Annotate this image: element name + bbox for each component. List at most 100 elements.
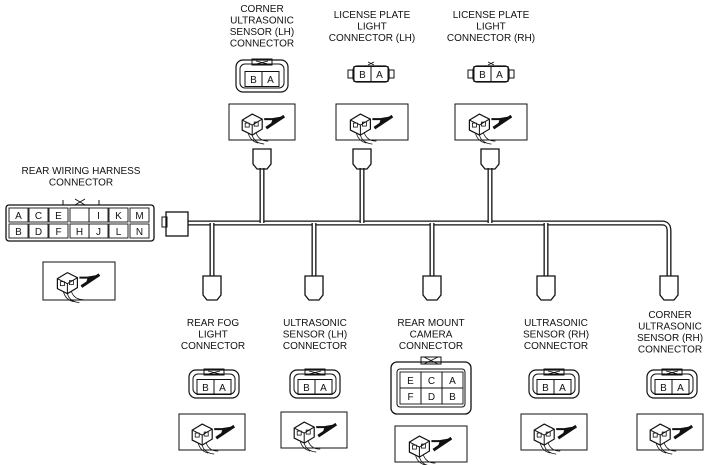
pin-label: B: [202, 383, 209, 394]
latch-icon: [207, 370, 221, 375]
connector-block-shape: [349, 113, 371, 136]
latch-tab: [251, 58, 273, 66]
branch-plug: [480, 148, 500, 170]
connector-label-line: LICENSE PLATE: [453, 10, 530, 21]
connector-hood: [188, 369, 240, 399]
pin-cell: [129, 207, 150, 223]
connector-label-line: LIGHT: [198, 330, 227, 341]
pin-cell: [490, 66, 509, 82]
pin-cell: [213, 379, 232, 395]
latch-tab: [420, 356, 442, 365]
latch-tab: [203, 368, 225, 376]
terminal-view-icon: [280, 411, 348, 453]
pin-label: M: [135, 211, 143, 222]
connector-hood: [528, 369, 580, 399]
pin-label: A: [376, 70, 383, 81]
connector-block-edges: [241, 118, 263, 136]
terminal-hole: [244, 122, 250, 128]
branch-plug: [202, 275, 222, 301]
pin-label: F: [55, 227, 61, 238]
pin-label: C: [35, 211, 42, 222]
connector-block-edges: [191, 428, 213, 446]
wire-leads: [356, 132, 377, 145]
terminal-hole: [471, 122, 477, 128]
icon-frame: [454, 103, 528, 141]
latch-icon: [665, 370, 679, 375]
plug-body: [304, 275, 324, 301]
branch-plug: [659, 275, 679, 301]
connector-label-line: LIGHT: [476, 22, 505, 33]
harness-lock-posts: [62, 200, 100, 205]
pin-cell: [48, 223, 69, 239]
terminal-view-icon: [178, 413, 246, 455]
terminal-hole: [305, 429, 311, 435]
harness-wire-core: [188, 221, 671, 276]
connector-label-line: LICENSE PLATE: [334, 10, 411, 21]
wire-leads: [197, 442, 219, 455]
connector-block-shape: [241, 113, 263, 136]
side-lug: [508, 69, 515, 79]
connector-hood: [289, 369, 341, 399]
arrow-icon-shaft: [265, 114, 286, 130]
terminal-view-icon: [520, 413, 588, 455]
pin-label: E: [407, 376, 414, 387]
terminal-hole: [420, 443, 426, 449]
connector-block-edges: [649, 428, 671, 446]
arrow-icon-shaft: [673, 424, 694, 440]
connector-label-line: ULTRASONIC: [283, 318, 347, 329]
latch-icon: [308, 370, 322, 375]
arrow-icon-shaft: [80, 273, 101, 288]
terminal-view-icon: [394, 425, 468, 465]
pin-label: B: [303, 383, 310, 394]
connector-label-line: REAR MOUNT: [397, 318, 464, 329]
pin-cell: [88, 223, 109, 239]
terminal-hole: [253, 121, 259, 127]
arrow-icon-shaft: [317, 422, 338, 438]
terminal-view-icon: [636, 413, 704, 455]
side-lug: [388, 69, 395, 79]
harness-wire: [188, 220, 672, 276]
icon-frame: [42, 261, 116, 301]
connector-block-shape: [468, 113, 490, 136]
connector-block-shape: [191, 423, 213, 446]
connector-block-edges: [350, 118, 371, 136]
pin-label: K: [115, 211, 122, 222]
arrow-icon-shaft: [557, 424, 578, 440]
terminal-hole: [661, 431, 667, 437]
latch-icon: [255, 60, 269, 65]
terminal-view-icon: [42, 261, 116, 304]
latch-icon: [74, 198, 86, 206]
terminal-hole: [194, 432, 200, 438]
harness-connector-body: [5, 204, 155, 242]
pin-cell: [671, 379, 690, 395]
arrow-icon-shaft: [492, 114, 513, 130]
connector-hood: [646, 369, 698, 399]
pin-label: L: [116, 227, 122, 238]
connector-label-line: REAR FOG: [187, 318, 239, 329]
pin-label: B: [479, 70, 486, 81]
pin-label: A: [267, 75, 274, 86]
branch-plug: [352, 148, 372, 170]
terminal-hole: [352, 122, 358, 128]
latch-icon: [367, 61, 375, 66]
latch-tab: [543, 368, 565, 376]
terminal-hole: [361, 121, 367, 127]
pin-label: D: [428, 392, 435, 403]
plug-body: [202, 275, 222, 301]
connector-label-line: SENSOR (RH): [637, 333, 703, 344]
latch-icon: [423, 356, 439, 365]
plug-body: [536, 275, 556, 301]
pin-label: J: [96, 227, 101, 238]
connector-label-line: CORNER: [240, 4, 283, 15]
latch-icon: [487, 61, 495, 66]
trunk-plug-lug: [161, 216, 168, 228]
plug-body: [659, 275, 679, 301]
